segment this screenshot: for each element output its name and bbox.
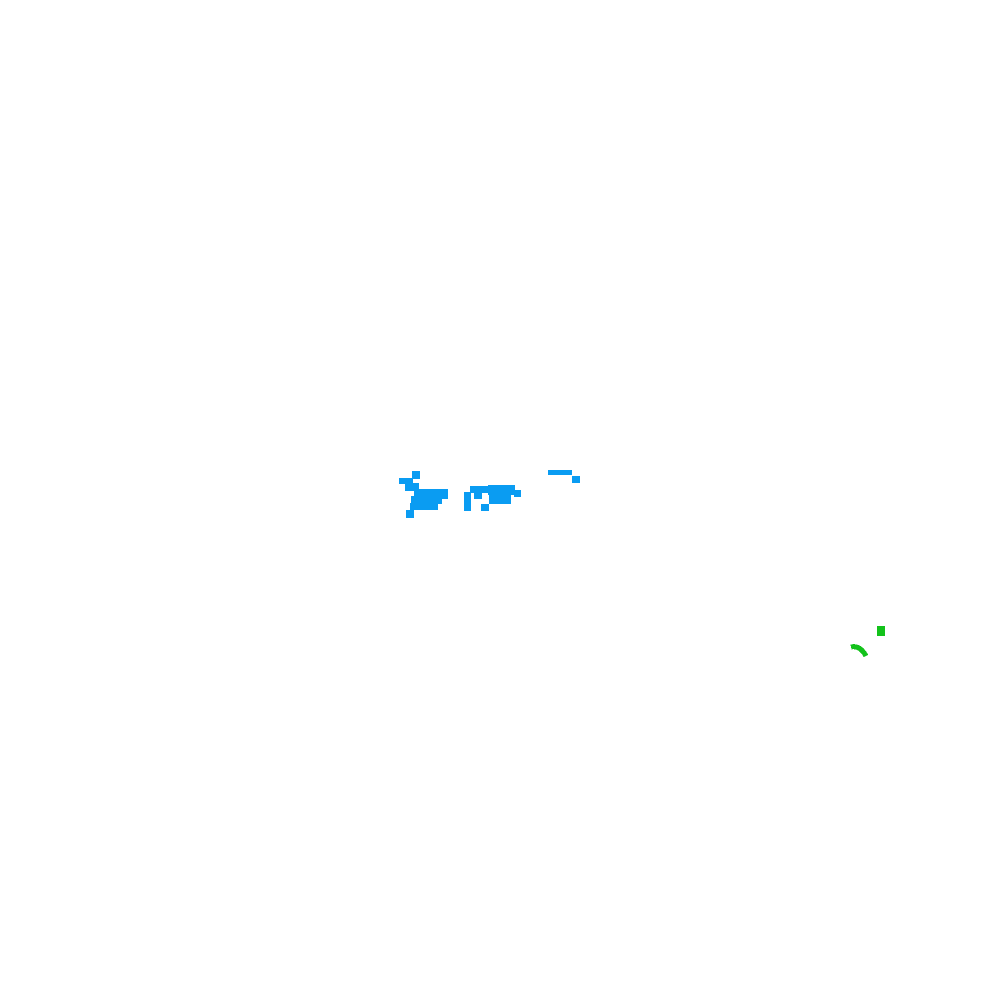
blue-dash-right bbox=[548, 470, 580, 483]
green-mark bbox=[850, 626, 885, 658]
blue-scribble-left bbox=[399, 471, 448, 518]
blue-scribble-middle bbox=[464, 485, 521, 511]
